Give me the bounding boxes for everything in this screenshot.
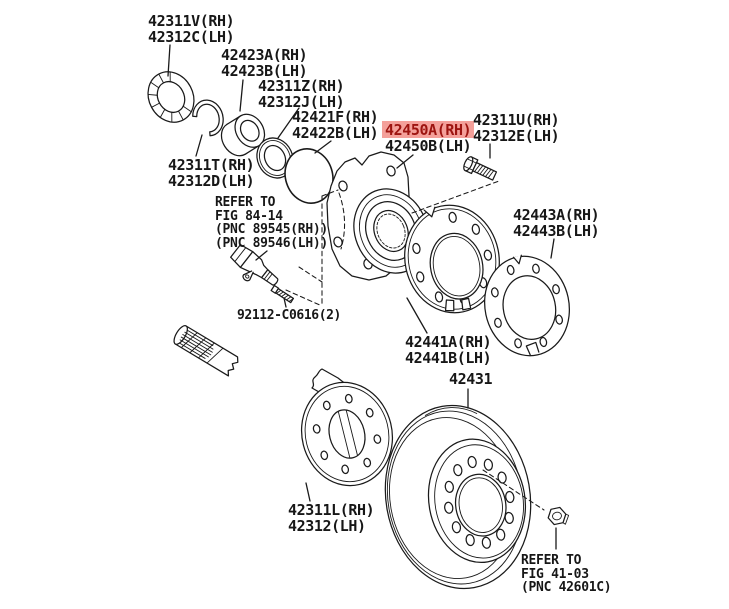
label-line: 42422B(LH) [292,124,379,142]
brake-rotor-drawing [384,404,532,590]
axle-flange-drawing [300,381,394,487]
label-line: 42443A(RH) [513,206,600,224]
label-42311v[interactable]: 42311V(RH) 42312C(LH) [148,12,235,46]
label-line: 42311U(RH) [473,111,560,129]
hub-bearing-assembly-drawing [326,151,429,281]
dust-deflector-drawing [404,204,500,314]
label-line: 92112-C0616(2) [237,308,341,323]
snap-ring-drawing [192,99,224,137]
note-line: (PNC 42601C) [521,580,612,595]
label-92112-c0616[interactable]: 92112-C0616(2) [237,308,341,324]
note-refer-fig-84-14: REFER TO FIG 84-14 (PNC 89545(RH)) (PNC … [215,196,328,250]
lug-nut-drawing [547,506,570,526]
o-ring-drawing [284,148,334,204]
label-line: 42311T(RH) [168,156,255,174]
label-line: 42312J(LH) [258,93,345,111]
oil-seal-inner-drawing [256,137,294,179]
label-42311u[interactable]: 42311U(RH) 42312E(LH) [473,111,560,145]
projection-dashed-lines [285,180,545,511]
note-line: REFER TO [215,195,276,210]
gasket-drawing [483,254,571,357]
label-line: 42423A(RH) [221,46,308,64]
note-line: (PNC 89545(RH)) [215,222,328,237]
label-line: 42312D(LH) [168,172,255,190]
label-line: 42311L(RH) [288,501,375,519]
note-line: FIG 41-03 [521,566,589,582]
label-line: 42311Z(RH) [258,77,345,95]
label-line: 42443B(LH) [513,222,600,240]
bearing-drawing [220,113,266,157]
label-42311l[interactable]: 42311L(RH) 42312(LH) [288,501,375,535]
sensor-bolt-drawing [270,284,295,304]
note-line: (PNC 89546(LH)) [215,235,328,251]
leader-lines [167,44,557,550]
label-42421f[interactable]: 42421F(RH) 42422B(LH) [292,108,379,142]
label-42441a[interactable]: 42441A(RH) 42441B(LH) [405,333,492,367]
label-42431[interactable]: 42431 [449,370,493,388]
label-line: 42312C(LH) [148,28,235,46]
label-line: 42450B(LH) [385,137,472,155]
label-42443a[interactable]: 42443A(RH) 42443B(LH) [513,206,600,240]
label-42311t[interactable]: 42311T(RH) 42312D(LH) [168,156,255,190]
label-42311z[interactable]: 42311Z(RH) 42312J(LH) [258,77,345,111]
note-line: FIG 84-14 [215,208,283,224]
hub-bolt-drawing [463,156,498,181]
note-line: REFER TO [521,553,582,568]
label-line: 42421F(RH) [292,108,379,126]
highlighted-part-number[interactable]: 42450A(RH) [382,121,475,138]
oil-seal-outer-drawing [147,71,195,123]
note-refer-fig-41-03: REFER TO FIG 41-03 (PNC 42601C) [521,553,612,595]
label-42423a[interactable]: 42423A(RH) 42423B(LH) [221,46,308,80]
label-line: 42311V(RH) [148,12,235,30]
speed-sensor-drawing [230,243,279,286]
axle-spline-drawing [173,325,239,377]
label-line: 42312E(LH) [473,127,560,145]
label-line: 42423B(LH) [221,62,308,80]
label-line: 42312(LH) [288,517,366,535]
label-42450a-highlighted[interactable]: 42450A(RH) 42450B(LH) [382,121,475,155]
label-line: 42441B(LH) [405,349,492,367]
label-line: 42441A(RH) [405,333,492,351]
label-line: 42431 [449,370,493,388]
